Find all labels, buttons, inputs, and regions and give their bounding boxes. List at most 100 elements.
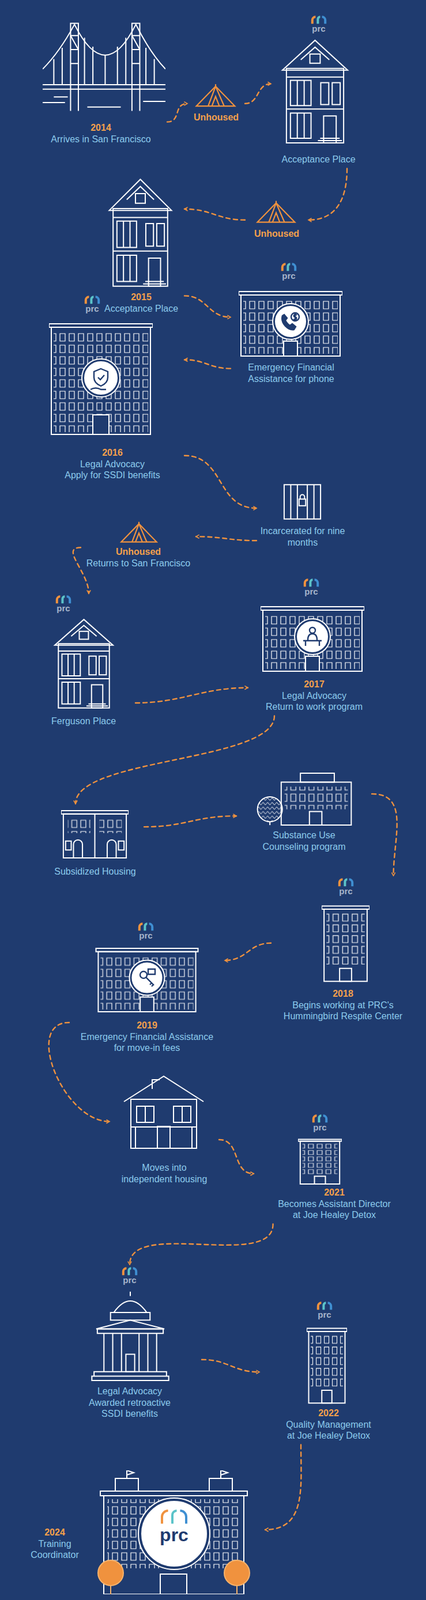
dashed-arrow: [244, 83, 271, 104]
milestone: Acceptance Place: [270, 14, 367, 169]
dashed-arrow: [219, 1140, 254, 1175]
dashed-arrow: [129, 1224, 274, 1266]
dashed-arrow: [135, 688, 248, 704]
milestone-text: Ferguson Place: [34, 715, 133, 728]
milestone-text: Subsidized Housing: [46, 866, 145, 878]
logo-mark: [57, 596, 70, 604]
office-building: [48, 323, 153, 435]
dashed-arrow: [371, 794, 398, 877]
milestone-year: 2022: [282, 1408, 375, 1420]
tent: [257, 201, 296, 223]
milestone: 2021Becomes Assistant Director at Joe He…: [253, 1112, 416, 1225]
milestone-text: Returns to San Francisco: [81, 558, 195, 570]
house: [282, 40, 348, 143]
milestone-text-block: Subsidized Housing: [46, 866, 145, 878]
milestone-text-block: Ferguson Place: [34, 715, 133, 728]
logo-mark: [318, 1303, 331, 1311]
logo-mark: [282, 264, 296, 271]
milestone-text-block: Moves into independent housing: [118, 1162, 211, 1186]
headquarters: [97, 1471, 250, 1596]
milestone-text: Legal Advocacy: [80, 1386, 179, 1398]
milestone-text-block: Substance Use Counseling program: [252, 830, 357, 853]
milestone: 2024Training Coordinator: [23, 1464, 266, 1597]
milestone: Subsidized Housing: [46, 804, 145, 882]
milestone-text-block: 2014Arrives in San Francisco: [37, 122, 165, 145]
dashed-arrow: [184, 359, 231, 369]
milestone-text: Substance Use Counseling program: [252, 830, 357, 853]
milestone: 2022Quality Management at Joe Healey Det…: [259, 1299, 398, 1446]
logo-text: prc: [313, 1123, 327, 1134]
milestone-text: Becomes Assistant Director at Joe Healey…: [275, 1199, 394, 1222]
dashed-arrow: [195, 536, 257, 541]
milestone-text-block: Acceptance Place: [270, 153, 367, 166]
milestone-text-block: 2018Begins working at PRC's Hummingbird …: [273, 988, 413, 1023]
dashed-arrow: [167, 103, 188, 123]
milestone-year: Unhoused: [81, 546, 195, 559]
milestone-text: Awarded retroactive SSDI benefits: [80, 1397, 179, 1421]
bridge: [42, 23, 166, 111]
dashed-arrow: [144, 816, 237, 828]
milestone-text: Incarcerated for nine months: [259, 525, 346, 549]
logo-text: prc: [122, 1276, 137, 1287]
dashed-arrow: [184, 209, 245, 221]
icon-glyphs: [90, 313, 322, 987]
milestone-text-block: Legal AdvocacyAwarded retroactive SSDI b…: [80, 1386, 179, 1421]
milestone-year: 2018: [273, 988, 413, 1001]
narrow-building: [298, 1139, 342, 1185]
prc-logos: [57, 16, 353, 1525]
milestone-text-block: 2017Legal AdvocacyReturn to work program: [250, 679, 378, 714]
milestone-year: 2015: [97, 291, 185, 304]
rowhouse: [61, 811, 129, 859]
milestone-text-block: UnhousedReturns to San Francisco: [81, 546, 195, 569]
logo-text: prc: [304, 587, 318, 598]
milestone-year: 2024: [23, 1527, 87, 1540]
office-building: [260, 607, 365, 672]
milestone-year: 2014: [37, 122, 165, 134]
dashed-arrow: [184, 455, 257, 509]
tent: [196, 84, 236, 107]
milestone-text: Acceptance Place: [270, 153, 367, 166]
milestone-text-block: Unhoused: [187, 111, 245, 124]
milestone: Unhoused: [244, 197, 309, 244]
milestone-text-block: 2019Emergency Financial Assistance for m…: [77, 1020, 217, 1055]
milestone: UnhousedReturns to San Francisco: [80, 517, 196, 573]
office-building: [96, 948, 199, 1013]
logo-text: prc: [317, 1310, 331, 1321]
narrow-building: [306, 1328, 348, 1404]
logo-mark: [312, 16, 326, 24]
milestone-text: Begins working at PRC's Hummingbird Resp…: [273, 1000, 413, 1023]
milestone-text: Emergency Financial Assistance for move-…: [77, 1031, 217, 1055]
courthouse: [91, 1292, 169, 1382]
milestone-text: Acceptance Place: [97, 303, 185, 315]
logo-mark: [139, 924, 153, 931]
narrow-building: [321, 906, 370, 982]
dashed-arrow: [308, 168, 348, 221]
milestone-text-block: 2016Legal AdvocacyApply for SSDI benefit…: [46, 447, 179, 482]
house: [54, 619, 113, 709]
milestone: 2014Arrives in San Francisco: [34, 17, 168, 149]
milestone: Moves into independent housing: [109, 1067, 220, 1189]
milestone-text: Return to work program: [250, 701, 378, 714]
clinic: [257, 773, 352, 826]
logo-mark: [161, 1511, 187, 1525]
house: [123, 1076, 204, 1149]
jail: [284, 484, 321, 519]
logo-text: prc: [138, 931, 153, 942]
milestone: Substance Use Counseling program: [236, 767, 372, 857]
milestone: Incarcerated for nine months: [256, 479, 349, 552]
milestone-text: Quality Management at Joe Healey Detox: [282, 1419, 375, 1443]
milestone-text-block: 2021Becomes Assistant Director at Joe He…: [275, 1187, 394, 1222]
logo-text: prc: [56, 604, 70, 614]
dashed-arrow: [265, 1445, 301, 1532]
dashed-arrow: [75, 716, 275, 805]
milestone-text: Emergency Financial Assistance for phone: [238, 362, 345, 385]
milestone-year: 2016: [46, 447, 179, 459]
milestone-text-block: Unhoused: [244, 228, 309, 240]
milestone-text: Arrives in San Francisco: [37, 133, 165, 146]
milestone-year: 2017: [250, 679, 378, 691]
logo-mark: [313, 1116, 327, 1123]
